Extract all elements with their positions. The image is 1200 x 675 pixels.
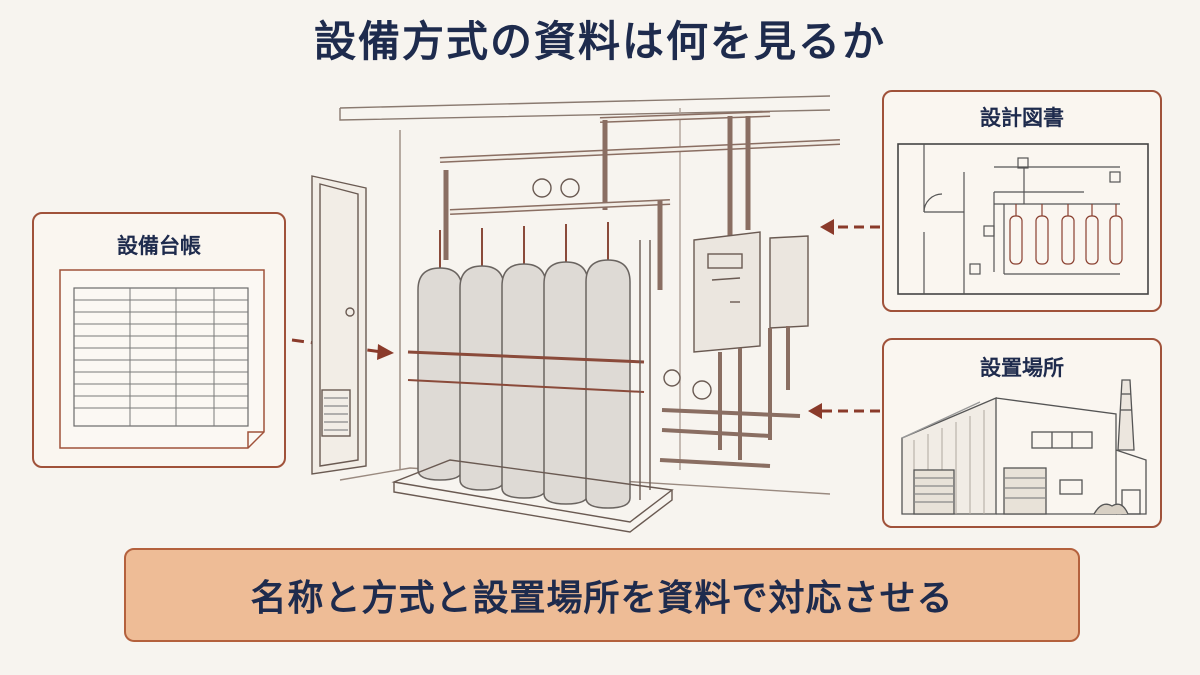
arrow-site-to-equipment [808, 403, 880, 419]
ledger-sheet-icon [59, 269, 265, 449]
page-title: 設備方式の資料は何を見るか [313, 17, 886, 66]
drawing-card-label: 設計図書 [980, 106, 1064, 130]
gas-cylinder-rack-illustration [311, 95, 840, 533]
drawing-card: 設計図書 [882, 90, 1162, 312]
factory-building-icon [901, 379, 1147, 515]
floor-plan-icon [897, 143, 1149, 295]
ledger-card-label: 設備台帳 [117, 234, 201, 258]
arrow-drawing-to-equipment [820, 219, 880, 235]
site-card-label: 設置場所 [980, 356, 1064, 380]
summary-banner-text: 名称と方式と設置場所を資料で対応させる [250, 578, 954, 619]
site-card: 設置場所 [882, 338, 1162, 528]
summary-banner: 名称と方式と設置場所を資料で対応させる [124, 548, 1080, 642]
ledger-card: 設備台帳 [32, 212, 286, 468]
